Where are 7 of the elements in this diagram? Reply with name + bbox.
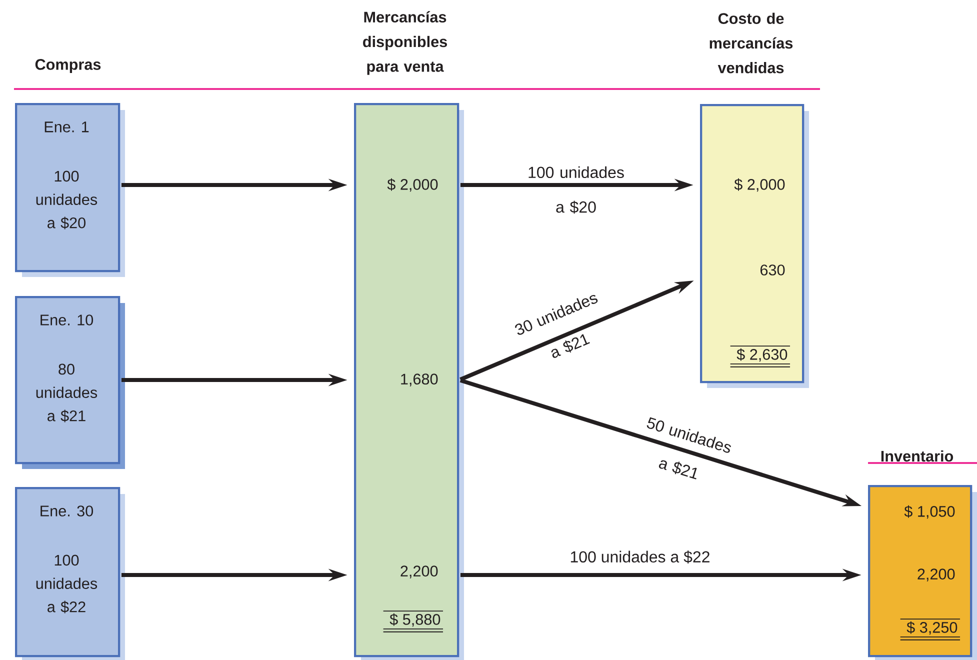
edge-label: 50 unidades a $21 xyxy=(646,417,731,480)
column-heading: Mercancías disponibles para venta xyxy=(363,11,447,75)
column-heading: Compras xyxy=(35,59,101,73)
edge-label: 100 unidades a $22 xyxy=(570,550,710,564)
edge-label: 100 unidades a $20 xyxy=(528,166,624,214)
column-heading: Inventario xyxy=(881,450,954,462)
column-heading: Costo de mercancías vendidas xyxy=(710,12,793,74)
